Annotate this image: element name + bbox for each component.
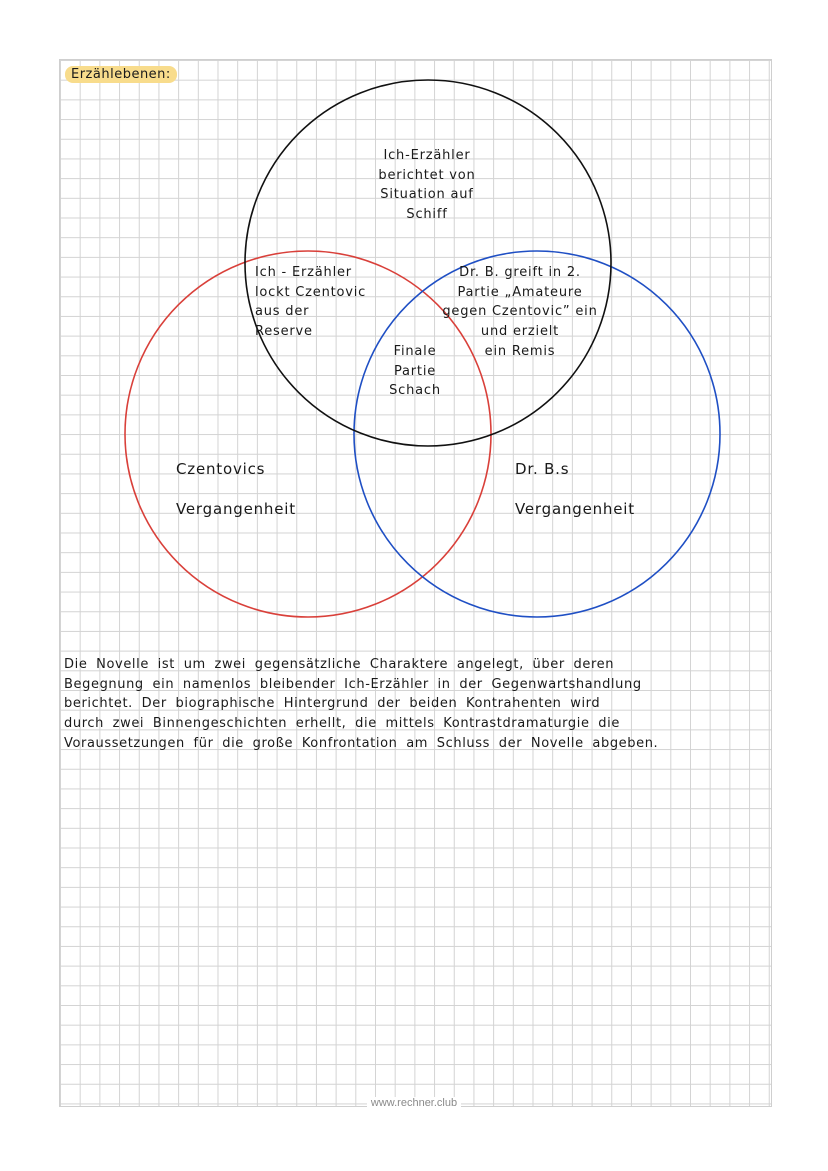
region-top-only: Ich-Erzähler berichtet von Situation auf…: [378, 148, 476, 223]
heading-erzaehlebenen: Erzählebenen:: [65, 66, 177, 83]
circle-ich-erzaehler: [244, 79, 612, 447]
footer: www.rechner.club: [0, 1097, 828, 1109]
paragraph-line: berichtet. Der biographische Hintergrund…: [64, 696, 601, 712]
region-top-right: Dr. B. greift in 2. Partie „Amateure geg…: [442, 265, 598, 359]
paragraph-line: Begegnung ein namenlos bleibender Ich-Er…: [64, 676, 642, 692]
circle-dr-b: [353, 250, 721, 618]
paragraph-line: Die Novelle ist um zwei gegensätzliche C…: [64, 657, 615, 672]
region-center: Finale Partie Schach: [389, 344, 441, 399]
footer-link[interactable]: www.rechner.club: [366, 1097, 462, 1109]
paragraph-line: Voraussetzungen für die große Konfrontat…: [64, 735, 659, 751]
summary-paragraph: Die Novelle ist um zwei gegensätzliche C…: [64, 655, 769, 754]
region-left-only: Czentovics Vergangenheit: [176, 460, 296, 518]
paragraph-line: durch zwei Binnengeschichten erhellt, di…: [64, 716, 620, 732]
region-right-only: Dr. B.s Vergangenheit: [515, 460, 635, 518]
region-top-left: Ich - Erzähler lockt Czentovic aus der R…: [255, 265, 367, 340]
